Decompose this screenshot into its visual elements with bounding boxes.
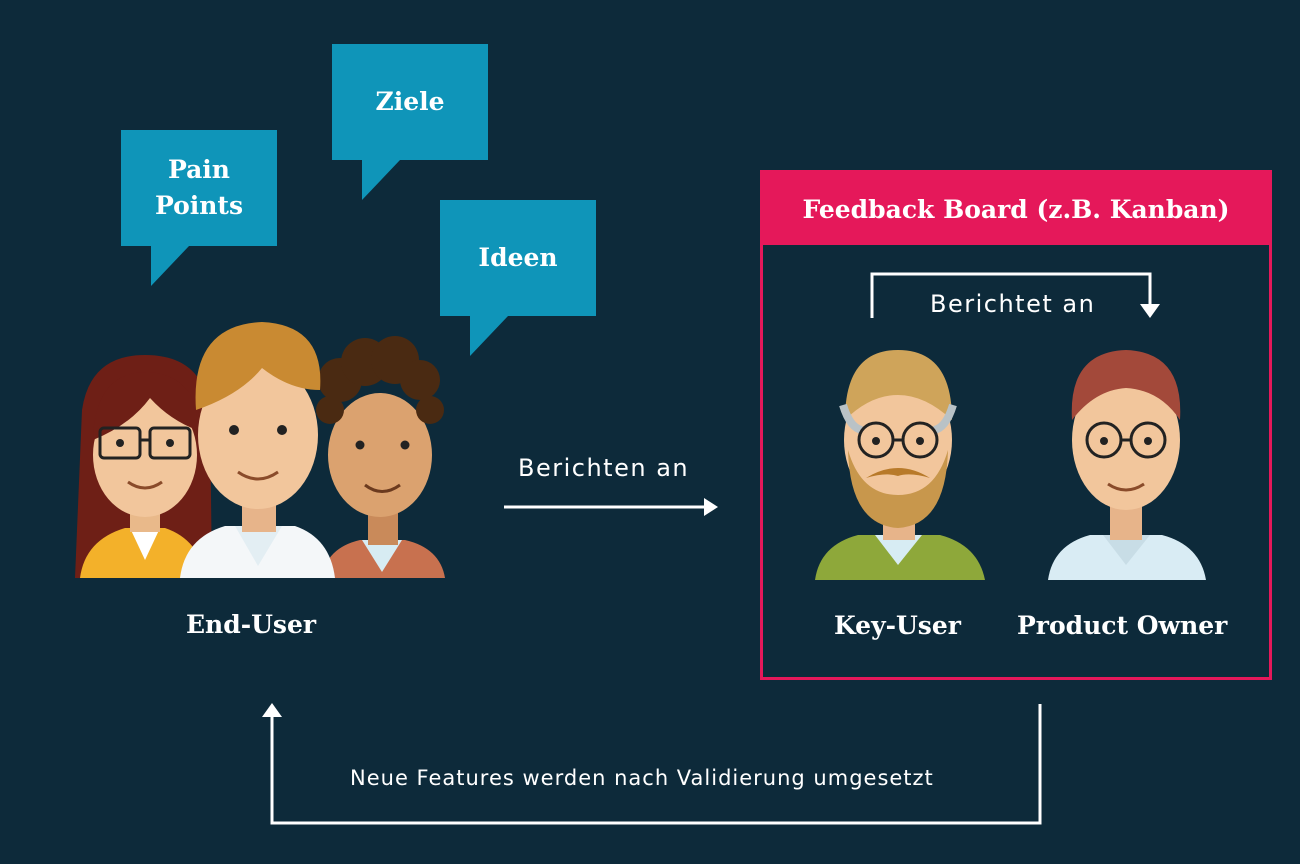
end-user-label: End-User	[186, 610, 317, 639]
bubble-ideen: Ideen	[440, 200, 596, 356]
avatar-key-user	[815, 350, 985, 580]
arrow-berichten-an	[504, 498, 718, 516]
avatar-man-curly	[316, 336, 445, 578]
bubble-pain-points: Pain Points	[121, 130, 277, 286]
avatar-man-blond	[180, 322, 335, 578]
feedback-board: Feedback Board (z.B. Kanban)	[760, 170, 1272, 680]
avatar-woman	[75, 355, 212, 578]
berichtet-an-label: Berichtet an	[930, 290, 1096, 318]
bubble-ziele: Ziele	[332, 44, 488, 200]
bubble-ideen-label: Ideen	[478, 243, 558, 272]
bubble-ziele-label: Ziele	[375, 87, 445, 116]
end-user-avatar-group	[75, 322, 445, 578]
feedback-loop-label: Neue Features werden nach Validierung um…	[350, 766, 934, 790]
avatar-product-owner	[1048, 350, 1206, 580]
berichten-an-label: Berichten an	[518, 454, 690, 482]
bubble-pain-points-line1: Pain	[167, 155, 230, 184]
product-owner-label: Product Owner	[1017, 611, 1228, 640]
bubble-pain-points-line2: Points	[154, 191, 244, 220]
feedback-board-title: Feedback Board (z.B. Kanban)	[763, 173, 1269, 245]
key-user-label: Key-User	[834, 611, 961, 640]
arrow-feedback-loop	[262, 703, 1042, 825]
arrow-berichtet-an	[870, 272, 1160, 318]
